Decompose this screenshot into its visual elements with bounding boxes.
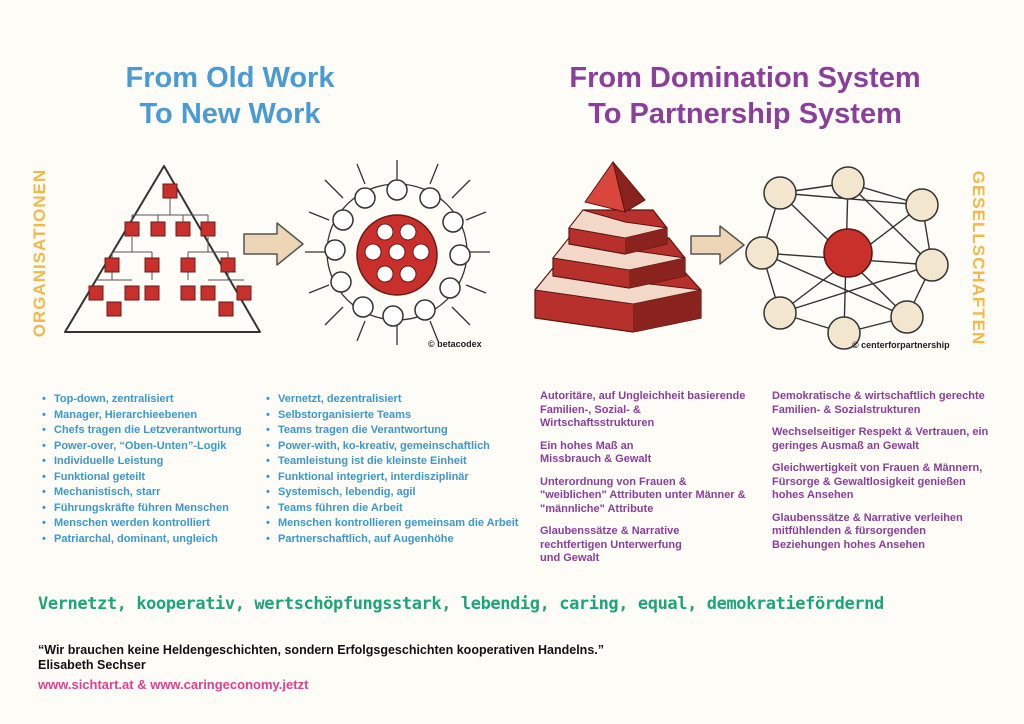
network-organisation-illustration xyxy=(305,160,490,345)
old-work-list: Top-down, zentralisiert Manager, Hierarc… xyxy=(40,392,242,547)
old-work-title: From Old Work To New Work xyxy=(55,60,405,132)
betacodex-credit: © betacodex xyxy=(428,339,482,349)
hierarchy-pyramid-illustration xyxy=(64,165,261,333)
list-item: Vernetzt, dezentralisiert xyxy=(264,392,518,408)
list-item: Unterordnung von Frauen & "weiblichen" A… xyxy=(540,475,746,515)
list-item: Selbstorganisierte Teams xyxy=(264,408,518,424)
list-item: Individuelle Leistung xyxy=(40,454,242,470)
partnership-title-line2: To Partnership System xyxy=(588,98,902,130)
list-item: Menschen kontrollieren gemeinsam die Arb… xyxy=(264,516,518,532)
list-item: Patriarchal, dominant, ungleich xyxy=(40,532,242,548)
list-item: Power-with, ko-kreativ, gemeinschaftlich xyxy=(264,439,518,455)
list-item: Glaubenssätze & Narrative verleihen mitf… xyxy=(772,511,963,551)
arrow-right-icon xyxy=(690,225,745,265)
list-item: Glaubenssätze & Narrative rechtfertigen … xyxy=(540,525,682,564)
list-item: Demokratische & wirtschaftlich gerechte … xyxy=(772,390,985,416)
list-item: Ein hohes Maß an Missbrauch & Gewalt xyxy=(540,439,652,466)
arrow-right-icon xyxy=(243,222,304,266)
centerforpartnership-credit: © centerforpartnership xyxy=(852,340,950,350)
organisationen-label: ORGANISATIONEN xyxy=(30,168,49,338)
list-item: Top-down, zentralisiert xyxy=(40,392,242,408)
list-item: Funktional geteilt xyxy=(40,470,242,486)
partnership-title-line1: From Domination System xyxy=(569,62,921,94)
new-work-list: Vernetzt, dezentralisiert Selbstorganisi… xyxy=(264,392,518,547)
domination-pyramid-illustration xyxy=(534,160,702,333)
list-item: Gleichwertigkeit von Frauen & Männern, F… xyxy=(772,462,983,501)
list-item: Funktional integriert, interdisziplinär xyxy=(264,470,518,486)
quote-text: “Wir brauchen keine Heldengeschichten, s… xyxy=(38,643,604,657)
list-item: Menschen werden kontrolliert xyxy=(40,516,242,532)
domination-list: Autoritäre, auf Ungleichheit basierende … xyxy=(540,390,755,575)
list-item: Teamleistung ist die kleinste Einheit xyxy=(264,454,518,470)
list-item: Partnerschaftlich, auf Augenhöhe xyxy=(264,532,518,548)
list-item: Autoritäre, auf Ungleichheit basierende … xyxy=(540,390,746,429)
quote-block: “Wir brauchen keine Heldengeschichten, s… xyxy=(38,643,604,673)
list-item: Mechanistisch, starr xyxy=(40,485,242,501)
list-item: Manager, Hierarchieebenen xyxy=(40,408,242,424)
old-work-title-line2: To New Work xyxy=(139,98,321,130)
list-item: Führungskräfte führen Menschen xyxy=(40,501,242,517)
old-work-title-line1: From Old Work xyxy=(125,62,335,94)
partnership-list: Demokratische & wirtschaftlich gerechte … xyxy=(772,390,992,561)
list-item: Wechselseitiger Respekt & Vertrauen, ein… xyxy=(772,426,989,452)
list-item: Chefs tragen die Letzverantwortung xyxy=(40,423,242,439)
quote-author: Elisabeth Sechser xyxy=(38,658,146,672)
gesellschaften-label: GESELLSCHAFTEN xyxy=(969,170,988,346)
partnership-network-illustration xyxy=(745,166,949,350)
website-links[interactable]: www.sichtart.at & www.caringeconomy.jetz… xyxy=(38,677,309,692)
list-item: Teams tragen die Verantwortung xyxy=(264,423,518,439)
slogan: Vernetzt, kooperativ, wertschöpfungsstar… xyxy=(38,594,884,614)
list-item: Teams führen die Arbeit xyxy=(264,501,518,517)
list-item: Power-over, “Oben-Unten”-Logik xyxy=(40,439,242,455)
partnership-title: From Domination System To Partnership Sy… xyxy=(520,60,970,132)
list-item: Systemisch, lebendig, agil xyxy=(264,485,518,501)
